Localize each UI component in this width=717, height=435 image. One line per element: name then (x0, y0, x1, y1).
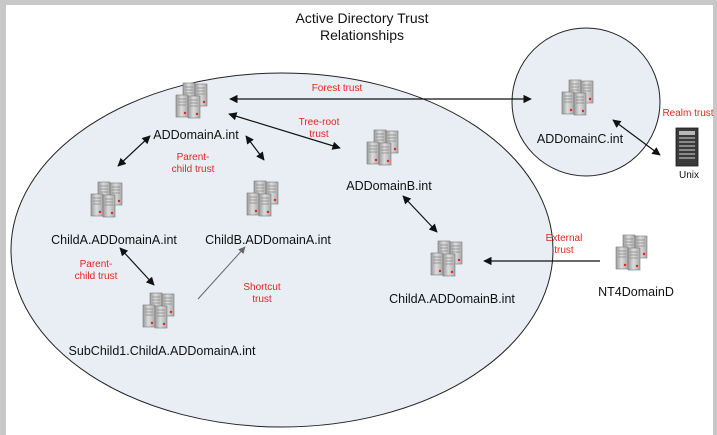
node-label-child-a: ChildA.ADDomainA.int (51, 233, 177, 247)
node-label-addomain-b: ADDomainB.int (346, 179, 432, 193)
unix-server-icon (675, 127, 699, 167)
tree-root-trust-arrow (228, 112, 341, 150)
trust-label-parent-child: child trust (172, 164, 215, 175)
trust-label-external: trust (554, 245, 574, 256)
node-label-nt4: NT4DomainD (598, 285, 674, 299)
window-frame-right (713, 0, 717, 435)
node-label-child-a-b: ChildA.ADDomainB.int (389, 292, 515, 306)
parent-child-arrow-b-childb (402, 195, 438, 233)
window-frame-left (0, 0, 6, 435)
shortcut-trust-arrow (197, 246, 246, 300)
parent-child-arrow-childa-subchild (119, 247, 155, 286)
node-label-child-b: ChildB.ADDomainA.int (205, 233, 331, 247)
trust-label-external: External (546, 233, 583, 244)
window-frame-top (0, 0, 717, 5)
server-cluster-icon (616, 235, 647, 270)
parent-child-arrow-a-childa (117, 135, 151, 167)
trust-label-parent-child: Parent- (177, 152, 210, 163)
trust-label-tree-root: trust (309, 129, 329, 140)
diagram-title-line2: Relationships (320, 27, 404, 43)
forest-boundary (10, 72, 554, 428)
realm-trust-arrow (612, 119, 661, 156)
diagram-title-line1: Active Directory Trust (295, 10, 428, 26)
trust-label-realm: Realm trust (662, 108, 713, 119)
trust-label-tree-root: Tree-root (299, 117, 340, 128)
parent-child-arrow-a-childb (245, 135, 265, 161)
trust-label-parent-child: Parent- (80, 259, 113, 270)
node-label-addomain-a: ADDomainA.int (153, 128, 239, 142)
node-label-subchild1: SubChild1.ChildA.ADDomainA.int (69, 344, 256, 358)
node-label-addomain-c: ADDomainC.int (537, 132, 624, 146)
trust-label-shortcut: Shortcut (243, 282, 280, 293)
node-label-unix: Unix (679, 170, 699, 181)
trust-label-forest: Forest trust (312, 83, 363, 94)
trust-label-parent-child: child trust (75, 271, 118, 282)
trust-label-shortcut: trust (252, 294, 272, 305)
